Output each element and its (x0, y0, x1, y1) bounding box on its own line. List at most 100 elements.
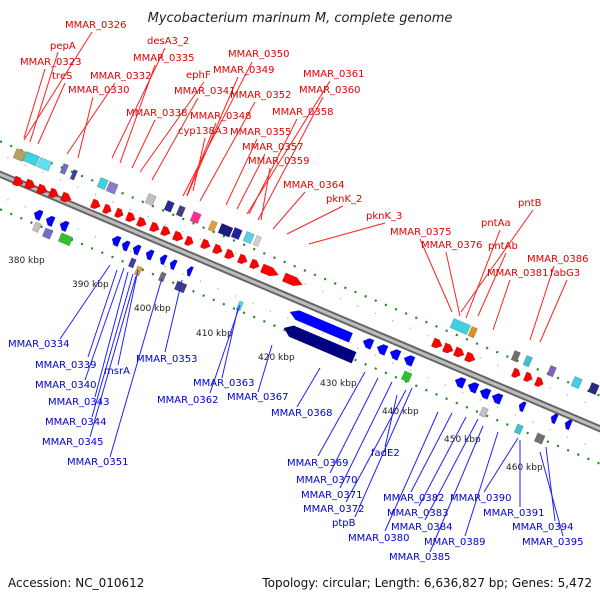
label-leader (186, 122, 217, 196)
gene-label[interactable]: MMAR_0390 (450, 493, 512, 504)
forward-gene-arrow-shape (59, 191, 72, 203)
gene-label[interactable]: MMAR_0340 (35, 380, 97, 391)
forward-gene-arrow (533, 376, 544, 387)
gene-label[interactable]: MMAR_0330 (68, 85, 130, 96)
gene-label[interactable]: MMAR_0384 (391, 522, 453, 533)
gene-label[interactable]: MMAR_0394 (512, 522, 574, 533)
gene-label[interactable]: MMAR_0376 (421, 240, 483, 251)
reverse-gene-arrow-shape (389, 349, 402, 361)
gene-label[interactable]: MMAR_0359 (248, 156, 310, 167)
gene-label[interactable]: desA3_2 (147, 36, 189, 47)
gene-label[interactable]: MMAR_0369 (287, 458, 349, 469)
gene-label[interactable]: MMAR_0368 (271, 408, 333, 419)
forward-gene-arrow (259, 263, 280, 277)
forward-gene-arrow-shape (23, 178, 36, 190)
gene-label[interactable]: MMAR_0326 (65, 20, 127, 31)
gene-label[interactable]: MMAR_0344 (45, 417, 107, 428)
gene-label[interactable]: MMAR_0352 (230, 90, 292, 101)
reverse-gene-arrow (132, 244, 142, 256)
feature-box (207, 220, 218, 233)
label-leader (384, 411, 439, 532)
gene-label[interactable]: pntB (518, 198, 542, 209)
feature-box-shape (57, 232, 74, 247)
label-leader (286, 205, 344, 235)
gene-label[interactable]: MMAR_0395 (522, 537, 584, 548)
gene-label[interactable]: pknK_2 (326, 194, 362, 205)
gene-label[interactable]: MMAR_0362 (157, 395, 219, 406)
forward-gene-arrow-shape (430, 337, 443, 349)
gene-label[interactable]: pepA (50, 41, 76, 52)
gene-label[interactable]: MMAR_0372 (303, 504, 365, 515)
gene-label[interactable]: MMAR_0323 (20, 57, 82, 68)
reverse-gene-arrow (376, 344, 389, 356)
gene-label[interactable]: MMAR_0375 (390, 227, 452, 238)
gene-label[interactable]: MMAR_0343 (48, 397, 110, 408)
forward-gene-arrow (430, 337, 443, 349)
gene-label[interactable]: MMAR_0335 (133, 53, 195, 64)
gene-label[interactable]: MMAR_0370 (296, 475, 358, 486)
gene-label[interactable]: MMAR_0389 (424, 537, 486, 548)
gene-label[interactable]: MMAR_0353 (136, 354, 198, 365)
gene-label[interactable]: MMAR_0385 (389, 552, 451, 563)
forward-gene-arrow (236, 253, 248, 265)
gene-label[interactable]: msrA (104, 366, 130, 377)
reverse-gene-arrow-shape (145, 249, 155, 261)
feature-box-shape (570, 376, 583, 390)
gene-label[interactable]: MMAR_0371 (301, 490, 363, 501)
kbp-label: 450 kbp (444, 435, 481, 445)
reverse-gene-arrow-shape (376, 344, 389, 356)
gene-label[interactable]: MMAR_0360 (299, 85, 361, 96)
gene-label[interactable]: treS (52, 71, 72, 82)
label-leader (410, 412, 453, 493)
forward-gene-arrow-shape (452, 346, 465, 358)
feature-box-shape (22, 151, 41, 167)
gene-label[interactable]: MMAR_0364 (283, 180, 345, 191)
genome-backbone (0, 170, 600, 433)
forward-gene-arrow-shape (259, 263, 280, 277)
gene-label[interactable]: fabG3 (550, 268, 580, 279)
gene-label[interactable]: MMAR_0341 (174, 86, 236, 97)
gene-label[interactable]: pknK_3 (366, 211, 402, 222)
reverse-gene-arrow (403, 355, 416, 367)
gene-label[interactable]: MMAR_0386 (527, 254, 589, 265)
gene-label[interactable]: MMAR_0358 (272, 107, 334, 118)
gene-label[interactable]: ptpB (332, 518, 356, 529)
gene-label[interactable]: MMAR_0351 (67, 457, 129, 468)
gene-label[interactable]: MMAR_0334 (8, 339, 70, 350)
gene-label[interactable]: MMAR_0361 (303, 69, 365, 80)
gene-label[interactable]: MMAR_0355 (230, 127, 292, 138)
gene-label[interactable]: MMAR_0339 (35, 360, 97, 371)
gene-label[interactable]: ephF (186, 70, 211, 81)
label-leader (119, 64, 156, 164)
gene-label[interactable]: MMAR_0367 (227, 392, 289, 403)
forward-gene-arrow-shape (171, 230, 184, 242)
forward-gene-arrow (47, 187, 59, 199)
gene-label[interactable]: MMAR_0380 (348, 533, 410, 544)
gene-label[interactable]: MMAR_0345 (42, 437, 104, 448)
kbp-label: 430 kbp (320, 379, 357, 389)
gene-label[interactable]: MMAR_0348 (190, 111, 252, 122)
gene-label[interactable]: MMAR_0363 (193, 378, 255, 389)
label-leader (109, 277, 163, 458)
reverse-gene-arrow-shape (59, 220, 70, 233)
reverse-gene-arrow-shape (283, 325, 357, 364)
feature-box (127, 257, 137, 269)
gene-label[interactable]: MMAR_0381 (487, 268, 549, 279)
gene-label[interactable]: MMAR_0383 (387, 508, 449, 519)
label-leader (248, 118, 298, 215)
gene-label[interactable]: MMAR_0332 (90, 71, 152, 82)
gene-label[interactable]: MMAR_0349 (213, 65, 275, 76)
gene-label[interactable]: MMAR_0357 (242, 142, 304, 153)
gene-label[interactable]: pntAa (481, 218, 511, 229)
feature-box (546, 365, 557, 378)
gene-label[interactable]: fadE2 (371, 448, 400, 459)
gene-label[interactable]: MMAR_0350 (228, 49, 290, 60)
gene-label[interactable]: MMAR_0391 (483, 508, 545, 519)
reverse-gene-arrow-shape (33, 209, 44, 222)
gene-label[interactable]: MMAR_0338 (126, 108, 188, 119)
gene-label[interactable]: MMAR_0382 (383, 493, 445, 504)
label-leader (117, 269, 139, 366)
gene-label[interactable]: pntAb (488, 241, 518, 252)
gene-label[interactable]: cyp138A3 (178, 126, 228, 137)
label-leader (84, 267, 125, 381)
